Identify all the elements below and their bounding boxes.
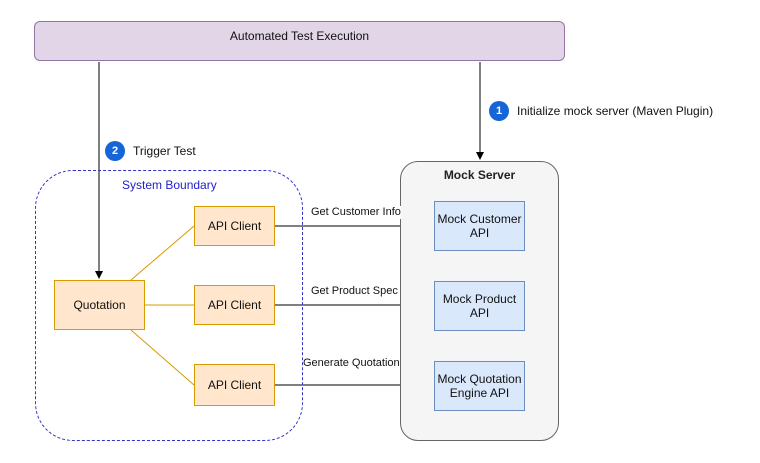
api-client-label: API Client [207,298,262,312]
quotation-node: Quotation [54,280,145,330]
edge-label-generate-quotation: Generate Quotation [303,357,400,370]
system-boundary [35,170,303,441]
edge-label-get-product-spec: Get Product Spec [311,285,398,298]
api-client-label: API Client [207,378,262,392]
system-boundary-label: System Boundary [122,178,217,192]
step-2-badge: 2 [105,141,125,161]
step-1-annotation: 1 Initialize mock server (Maven Plugin) [489,101,713,121]
mock-api-label: Mock Product API [442,292,517,320]
step-1-badge: 1 [489,101,509,121]
step-2-annotation: 2 Trigger Test [105,141,196,161]
mock-customer-api-node: Mock Customer API [434,201,525,251]
link-quotation-api3 [130,329,195,386]
api-client-node-3: API Client [194,364,275,406]
quotation-label: Quotation [73,298,126,312]
automated-test-execution-label: Automated Test Execution [229,29,370,43]
mock-server-label: Mock Server [443,168,516,182]
step-1-label: Initialize mock server (Maven Plugin) [517,104,714,118]
api-client-node-2: API Client [194,285,275,325]
step-2-label: Trigger Test [133,144,196,158]
api-client-node-1: API Client [194,206,275,246]
mock-api-label: Mock Customer API [437,212,522,240]
mock-api-label: Mock Quotation Engine API [437,372,522,400]
edge-label-get-customer-info: Get Customer Info [311,206,401,219]
link-quotation-api1 [130,225,195,281]
mock-product-api-node: Mock Product API [434,281,525,331]
automated-test-execution-box: Automated Test Execution [34,21,565,61]
api-client-label: API Client [207,219,262,233]
mock-quotation-engine-api-node: Mock Quotation Engine API [434,361,525,411]
